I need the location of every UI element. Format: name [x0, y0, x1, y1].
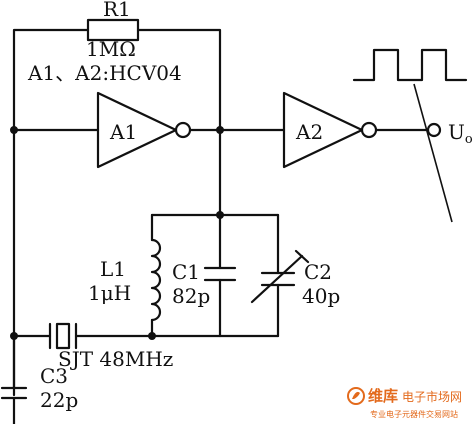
l1-value-label: 1μH — [88, 281, 131, 305]
a1-label: A1 — [109, 120, 137, 144]
c3-name-label: C3 — [40, 364, 68, 388]
output-label: Uo — [448, 120, 473, 147]
square-wave-indicator — [352, 48, 468, 223]
l1-name-label: L1 — [100, 257, 126, 281]
crystal-sjt — [10, 322, 154, 350]
watermark-brand: 维库 — [368, 387, 398, 405]
output-terminal — [374, 122, 442, 138]
inductor-l1 — [150, 213, 162, 338]
ic-note-label: A1、A2:HCV04 — [27, 61, 182, 85]
junction-dot — [10, 126, 18, 134]
c3-value-label: 22p — [40, 388, 78, 412]
a2-label: A2 — [295, 120, 323, 144]
output-terminal-circle — [426, 122, 442, 138]
c1-name-label: C1 — [172, 260, 200, 284]
c2-name-label: C2 — [304, 260, 332, 284]
capacitor-c2-variable — [250, 213, 310, 338]
crystal-label: SJT 48MHz — [58, 347, 173, 371]
output-subscript: o — [465, 132, 473, 147]
watermark: 维库 电子市场网 专业电子元器件交易网站 — [347, 387, 462, 419]
capacitor-c3 — [0, 334, 28, 424]
inverter-a1-bubble — [174, 121, 192, 139]
c2-value-label: 40p — [302, 284, 340, 308]
r1-value-label: 1MΩ — [86, 37, 136, 61]
input-wire — [10, 126, 100, 134]
capacitor-c1 — [203, 213, 237, 338]
r1-name-label: R1 — [103, 0, 131, 21]
c1-value-label: 82p — [172, 284, 210, 308]
watermark-tagline: 专业电子元器件交易网站 — [370, 409, 458, 419]
watermark-title: 电子市场网 — [402, 389, 462, 404]
feedback-resistor-loop — [12, 18, 222, 397]
inverter-a2-bubble — [360, 121, 378, 139]
watermark-logo-icon — [347, 387, 365, 405]
